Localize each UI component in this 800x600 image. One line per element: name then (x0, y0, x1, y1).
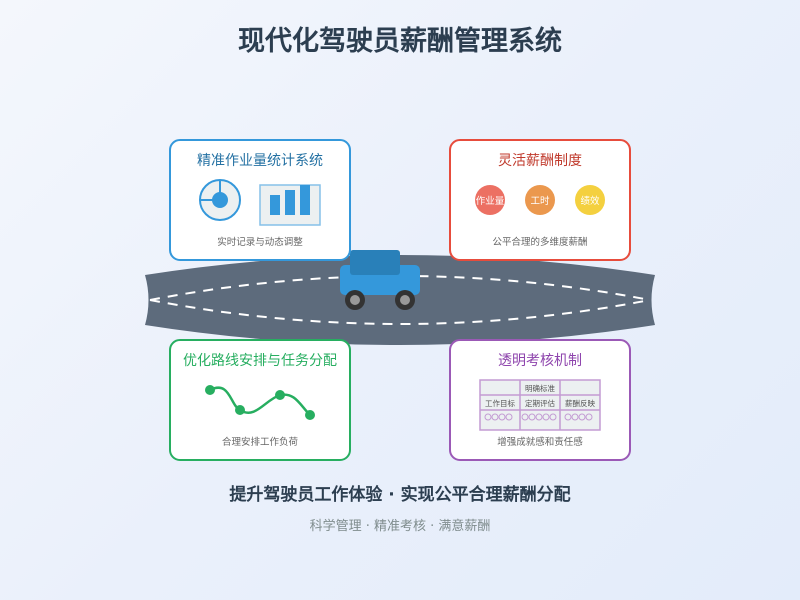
badge-label: 工时 (530, 195, 550, 207)
table-cell: 薪酬反映 (565, 398, 595, 408)
badge-label: 绩效 (580, 195, 600, 207)
card-flexible-pay: 灵活薪酬制度 作业量 工时 绩效 公平合理的多维度薪酬 (449, 139, 631, 261)
card-title: 灵活薪酬制度 (498, 153, 582, 169)
lane-line-lower (149, 299, 651, 325)
badge-performance: 绩效 (575, 185, 605, 215)
footer-headline: 提升驾驶员工作体验 · 实现公平合理薪酬分配 (229, 484, 570, 505)
badge-workload: 作业量 (475, 185, 505, 215)
rating-circles (484, 413, 593, 421)
lane-line-upper (149, 275, 651, 301)
table-header: 明确标准 (525, 383, 555, 393)
table-cell: 定期评估 (525, 398, 555, 408)
card-title: 优化路线安排与任务分配 (183, 353, 337, 369)
card-caption: 公平合理的多维度薪酬 (492, 236, 587, 248)
review-table-icon: 明确标准 工作目标 定期评估 薪酬反映 (479, 379, 601, 431)
card-caption: 实时记录与动态调整 (217, 236, 303, 248)
card-caption: 合理安排工作负荷 (222, 436, 299, 448)
footer-subline: 科学管理 · 精准考核 · 满意薪酬 (310, 518, 491, 534)
card-stats-system: 精准作业量统计系统 实时记录与动态调整 (169, 139, 351, 261)
card-transparent-review: 透明考核机制 明确标准 工作目标 定期评估 薪酬反映 增强成就感和责任感 (449, 339, 631, 461)
card-title: 精准作业量统计系统 (197, 153, 323, 169)
bar-chart-icon (259, 184, 321, 226)
car-icon (340, 250, 420, 310)
badge-label: 作业量 (476, 195, 505, 207)
page-title: 现代化驾驶员薪酬管理系统 (238, 25, 562, 57)
card-caption: 增强成就感和责任感 (497, 436, 583, 448)
card-route-planning: 优化路线安排与任务分配 合理安排工作负荷 (169, 339, 351, 461)
route-path-icon (205, 385, 315, 420)
table-cell: 工作目标 (485, 398, 515, 408)
pie-chart-icon (199, 179, 241, 221)
card-title: 透明考核机制 (498, 353, 582, 369)
badge-hours: 工时 (525, 185, 555, 215)
